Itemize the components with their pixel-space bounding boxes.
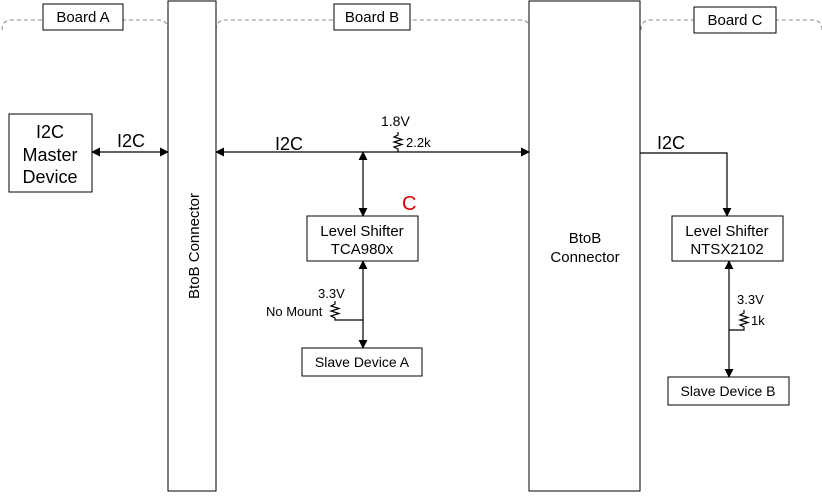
pullup-a-note: No Mount	[266, 304, 323, 319]
slave-device-a: Slave Device A	[301, 347, 423, 377]
resistor-icon	[328, 301, 363, 321]
resistor-icon	[391, 132, 405, 152]
bus-b-label: I2C	[275, 134, 303, 154]
bus-a-label: I2C	[117, 131, 145, 151]
svg-text:Connector: Connector	[550, 249, 619, 266]
board-c-label: Board C	[693, 6, 777, 34]
svg-text:BtoB: BtoB	[569, 230, 602, 247]
resistor-icon	[729, 310, 751, 331]
btob-connector-right: BtoB Connector	[528, 0, 641, 492]
bus-c-label: I2C	[657, 133, 685, 153]
slave-device-b: Slave Device B	[667, 376, 790, 406]
bus-c-line	[640, 152, 732, 217]
svg-text:Board A: Board A	[56, 9, 109, 26]
svg-text:Device: Device	[22, 167, 77, 187]
level-shifter-c: Level Shifter NTSX2102	[671, 215, 784, 262]
svg-text:TCA980x: TCA980x	[331, 241, 394, 258]
pullup-c-value: 1k	[751, 313, 765, 328]
svg-text:Master: Master	[22, 145, 77, 165]
svg-text:Slave Device A: Slave Device A	[315, 354, 410, 370]
pullup-c-voltage: 3.3V	[737, 292, 764, 307]
svg-text:Slave Device B: Slave Device B	[681, 383, 776, 399]
pullup-b-value: 2.2k	[406, 135, 431, 150]
i2c-master-device: I2C Master Device	[8, 113, 93, 193]
shifter-b-annotation: C	[402, 193, 416, 215]
level-shifter-b: Level Shifter TCA980x	[306, 215, 419, 262]
pullup-a-voltage: 3.3V	[318, 286, 345, 301]
svg-text:Board C: Board C	[707, 12, 762, 29]
svg-text:Board B: Board B	[345, 9, 399, 26]
svg-text:I2C: I2C	[36, 122, 64, 142]
btob-connector-left: BtoB Connector	[167, 0, 217, 492]
svg-text:BtoB Connector: BtoB Connector	[186, 193, 203, 299]
board-a-label: Board A	[42, 3, 124, 31]
svg-text:Level Shifter: Level Shifter	[320, 223, 403, 240]
svg-text:Level Shifter: Level Shifter	[685, 223, 768, 240]
pullup-b-voltage: 1.8V	[381, 113, 410, 129]
board-b-label: Board B	[333, 3, 411, 31]
svg-text:NTSX2102: NTSX2102	[690, 241, 763, 258]
